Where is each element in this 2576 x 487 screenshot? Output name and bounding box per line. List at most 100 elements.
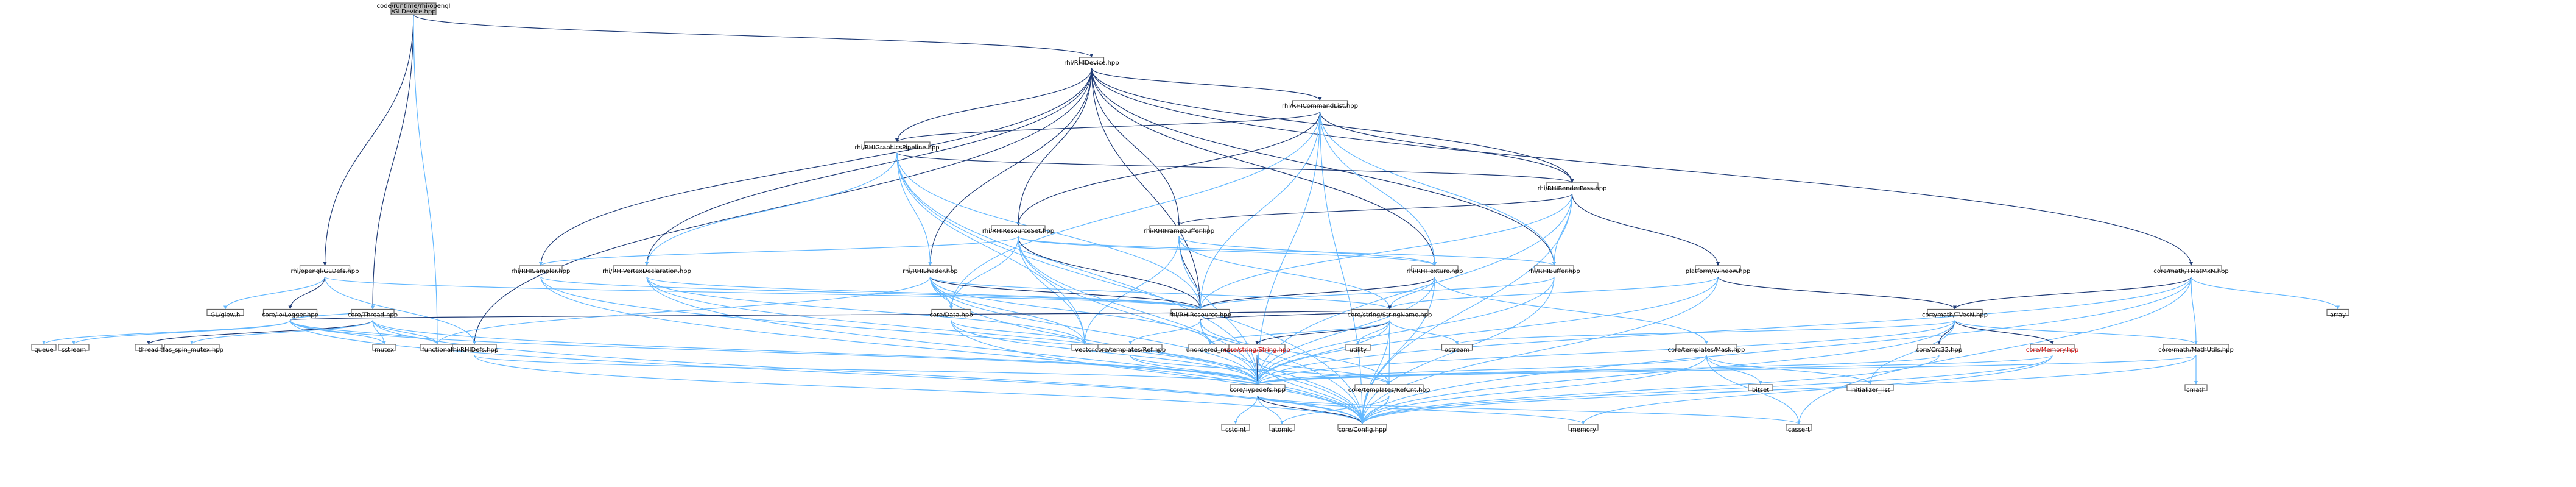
edge-renderpass-config — [1362, 193, 1573, 425]
edge-tvecn-ostream — [1456, 319, 1955, 345]
edge-logger-config — [289, 320, 1363, 425]
edge-arrow-framebuffer-texture — [1433, 262, 1437, 266]
node-box-cassert — [1786, 424, 1812, 431]
node-resource[interactable]: rhi/RHIResource.hpp — [1169, 308, 1231, 319]
node-box-refcnt — [1354, 384, 1424, 391]
node-label-mutex: mutex — [375, 347, 394, 354]
node-typedefs[interactable]: core/Typedefs.hpp — [1230, 384, 1286, 394]
edge-arrow-string-refcnt — [1387, 381, 1391, 385]
node-layer: code/runtime/rhi/opengl/GLDevice.hpprhi/… — [31, 2, 2349, 433]
node-label-framebuffer: rhi/RHIFramebuffer.hpp — [1144, 228, 1214, 235]
edge-arrow-cmdlist-gfxpipe — [895, 138, 899, 142]
edge-typedefs-memory — [1257, 395, 1584, 425]
edge-tvecn-config — [1362, 320, 1955, 425]
node-label-ref: core/templates/Ref.hpp — [1095, 347, 1166, 354]
edge-rhidevice-framebuffer — [1091, 68, 1180, 226]
node-label-buffer: rhi/RHIBuffer.hpp — [1528, 268, 1580, 275]
node-rhidefs[interactable]: rhi/RHIDefs.hpp — [451, 344, 499, 354]
edge-arrow-tvecn-ostream — [1455, 341, 1459, 344]
edge-matmxn-config — [1362, 276, 2192, 425]
node-logger[interactable]: core/io/Logger.hpp — [262, 308, 318, 319]
edge-gldefs-resource — [324, 276, 1201, 310]
node-texture[interactable]: rhi/RHITexture.hpp — [1407, 265, 1463, 275]
node-cmdlist[interactable]: rhi/RHICommandList.hpp — [1282, 100, 1358, 110]
node-label-sampler: rhi/RHISampler.hpp — [512, 268, 571, 275]
edge-matmxn-mathutils — [2191, 276, 2197, 345]
node-mask[interactable]: core/templates/Mask.hpp — [1668, 344, 1745, 354]
edge-rhidevice-vertexdecl — [646, 68, 1093, 266]
node-label-bitset: bitset — [1752, 387, 1769, 394]
node-refcnt[interactable]: core/templates/RefCnt.hpp — [1348, 384, 1430, 394]
node-label-queue: queue — [34, 347, 53, 354]
node-crc32[interactable]: core/Crc32.hpp — [1916, 344, 1962, 354]
edge-window-config — [1362, 276, 1719, 425]
edge-vertexdecl-resource — [646, 276, 1201, 310]
node-sampler[interactable]: rhi/RHISampler.hpp — [512, 265, 571, 275]
node-framebuffer[interactable]: rhi/RHIFramebuffer.hpp — [1144, 225, 1214, 235]
node-string[interactable]: core/string/String.hpp — [1223, 344, 1290, 354]
node-ref[interactable]: core/templates/Ref.hpp — [1095, 344, 1166, 354]
edge-thread-typedefs — [372, 320, 1258, 385]
node-matmxn[interactable]: core/math/TMatMxN.hpp — [2153, 265, 2229, 275]
edge-matmxn-cassert — [1798, 276, 2192, 425]
node-rhidevice[interactable]: rhi/RHIDevice.hpp — [1064, 57, 1119, 66]
node-label-cstdint: cstdint — [1225, 427, 1246, 433]
node-mathutils[interactable]: core/math/MathUtils.hpp — [2158, 344, 2234, 354]
node-thread[interactable]: core/Thread.hpp — [348, 308, 398, 319]
node-box-framebuffer — [1149, 225, 1209, 232]
edge-layer — [42, 14, 2340, 425]
node-box-resource — [1170, 308, 1230, 316]
node-label-root-1: /GLDevice.hpp — [391, 9, 435, 15]
edge-window-typedefs — [1257, 276, 1719, 385]
edge-rhidevice-sampler — [540, 68, 1093, 266]
edge-typedefs-cstdint — [1235, 395, 1258, 425]
edge-arrow-matmxn-tvecn — [1953, 305, 1957, 310]
edge-rhidevice-resset — [1018, 68, 1093, 226]
node-vertexdecl[interactable]: rhi/RHIVertexDeclaration.hpp — [602, 265, 691, 275]
node-glew: GL/glew.h — [206, 308, 244, 319]
node-buffer[interactable]: rhi/RHIBuffer.hpp — [1528, 265, 1580, 275]
node-gfxpipe[interactable]: rhi/RHIGraphicsPipeline.hpp — [854, 141, 940, 151]
node-label-logger: core/io/Logger.hpp — [262, 312, 318, 319]
edge-sampler-resource — [540, 276, 1201, 310]
edge-rhidevice-shader — [929, 68, 1093, 266]
node-renderpass[interactable]: rhi/RHIRenderPass.hpp — [1538, 182, 1607, 192]
node-config[interactable]: core/Config.hpp — [1337, 424, 1387, 433]
node-functional: functional — [420, 344, 455, 354]
edge-string-refcnt — [1256, 355, 1390, 385]
edge-arrow-texture-mask — [1705, 341, 1708, 344]
edge-arrow-gldefs-resource — [1198, 305, 1202, 310]
edge-arrow-logger-sstream — [72, 341, 76, 344]
node-label-mask: core/templates/Mask.hpp — [1668, 347, 1745, 354]
edge-data-config — [951, 320, 1363, 425]
node-box-mathutils — [2163, 344, 2229, 351]
edge-tvecn-initializer_list — [1870, 320, 1955, 385]
edge-ref-typedefs — [1130, 355, 1258, 385]
node-shader[interactable]: rhi/RHIShader.hpp — [903, 265, 958, 275]
edge-gldefs-glew — [225, 276, 326, 310]
node-label-cmdlist: rhi/RHICommandList.hpp — [1282, 103, 1358, 110]
edge-typedefs-config — [1257, 395, 1363, 425]
edge-renderpass-resource — [1200, 193, 1573, 310]
edge-texture-strname — [1389, 276, 1435, 310]
edge-crc32-typedefs — [1257, 355, 1940, 385]
node-window[interactable]: platform/Window.hpp — [1686, 265, 1751, 275]
node-box-config — [1337, 424, 1387, 431]
edge-gldefs-logger — [289, 276, 326, 310]
node-box-vector — [1071, 344, 1098, 351]
node-gldefs[interactable]: rhi/opengl/GLDefs.hpp — [291, 265, 359, 275]
node-resset[interactable]: rhi/RHIResourceSet.hpp — [982, 225, 1054, 235]
node-memory_hpp[interactable]: core/Memory.hpp — [2026, 344, 2078, 354]
node-data[interactable]: core/Data.hpp — [929, 308, 973, 319]
edge-window-tvecn — [1717, 276, 1955, 310]
node-box-initializer_list — [1846, 384, 1894, 391]
node-box-vertexdecl — [613, 265, 681, 272]
node-tvecn[interactable]: core/math/TVecN.hpp — [1922, 308, 1988, 319]
edge-resset-buffer — [1018, 236, 1555, 266]
node-label-matmxn: core/math/TMatMxN.hpp — [2153, 268, 2229, 275]
node-strname[interactable]: core/string/StringName.hpp — [1348, 308, 1432, 319]
edge-matmxn-typedefs — [1257, 276, 2192, 385]
edge-arrow-thread-stdthread — [147, 341, 150, 344]
node-box-memory_hpp — [2030, 344, 2075, 351]
edge-data-typedefs — [951, 320, 1258, 385]
